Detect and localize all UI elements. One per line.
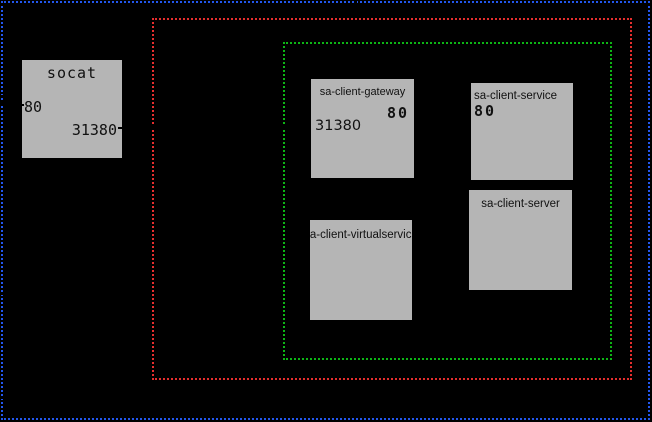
service-port-80: 80: [474, 102, 497, 120]
node-sa-client-service: sa-client-service 80: [471, 83, 573, 180]
edge-crossing-green-border: [281, 125, 287, 129]
node-socat: socat 80 31380: [22, 60, 122, 158]
node-sa-client-server: sa-client-server: [469, 190, 572, 290]
gateway-port-31380: 31380: [315, 118, 362, 134]
socat-port-31380: 31380: [71, 121, 117, 139]
edge-crossing-blue-border-1: [0, 95, 4, 98]
inner-cluster-border: [283, 42, 612, 360]
edge-crossing-blue-border-3: [0, 292, 4, 295]
socat-port-80: 80: [24, 98, 43, 116]
socat-title: socat: [46, 64, 98, 82]
virtualservice-title: sa-client-virtualservice: [310, 229, 412, 241]
edge-crossing-red-border: [150, 125, 156, 129]
service-title: sa-client-service: [474, 90, 558, 102]
edge-stub-socat-31380: [118, 127, 128, 129]
gateway-port-80: 80: [386, 104, 409, 122]
gateway-title: sa-client-gateway: [319, 86, 406, 98]
server-title: sa-client-server: [481, 198, 560, 210]
node-sa-client-virtualservice: sa-client-virtualservice: [310, 220, 412, 320]
edge-crossing-blue-border-4: [0, 396, 4, 399]
outer-cluster-border: [152, 18, 632, 380]
node-sa-client-gateway: sa-client-gateway 80 31380: [311, 79, 414, 178]
edge-crossing-blue-border-2: [0, 102, 4, 105]
edge-stub-socat-80: [15, 104, 24, 106]
edge-crossing-blue-border-top: [354, 0, 357, 4]
